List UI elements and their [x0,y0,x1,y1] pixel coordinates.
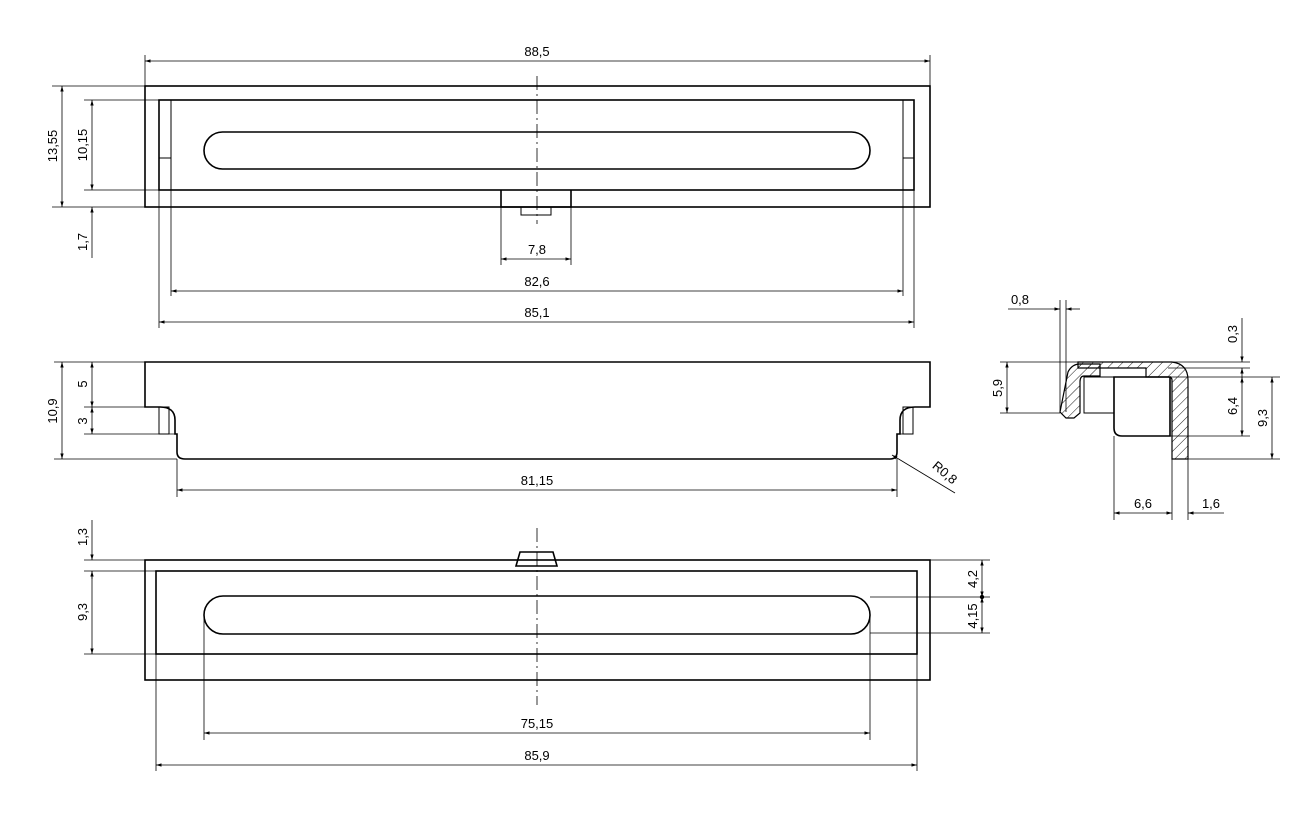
dim-9-3-bottom: 9,3 [75,603,90,621]
section-left-lip [1059,363,1101,419]
side-left-clip [158,406,170,435]
top-tab [500,190,572,208]
side-outline [144,361,931,460]
top-left-clip [158,99,172,159]
dim-13-55: 13,55 [45,130,60,163]
dim-9-3-section: 9,3 [1255,409,1270,427]
dim-10-15: 10,15 [75,129,90,162]
dim-6-6: 6,6 [1134,496,1152,511]
dim-4-2: 4,2 [965,570,980,588]
dim-6-4: 6,4 [1225,397,1240,415]
dim-88-5: 88,5 [524,44,549,59]
dim-75-15: 75,15 [521,716,554,731]
dim-0-8: 0,8 [1011,292,1029,307]
dim-85-9: 85,9 [524,748,549,763]
section-inner-block [1083,376,1115,414]
dim-10-9: 10,9 [45,398,60,423]
bottom-outer-frame [144,559,931,681]
bottom-view: 1,3 9,3 4,2 4,15 75,15 85,9 [75,520,990,771]
top-tab-latch [520,206,552,216]
top-outer-frame [144,85,931,208]
side-right-clip [902,406,914,435]
side-view: 10,9 5 3 81,15 R0,8 [45,361,961,497]
dim-1-3: 1,3 [75,528,90,546]
dim-7-8: 7,8 [528,242,546,257]
dim-1-7: 1,7 [75,233,90,251]
top-view: 88,5 7,8 82,6 85,1 13,55 10,15 1,7 [45,44,931,328]
section-view: 0,8 0,3 5,9 6,4 9,3 6,6 1,6 [990,292,1280,520]
dim-85-1: 85,1 [524,305,549,320]
dim-0-3: 0,3 [1225,325,1240,343]
top-right-clip [902,99,915,159]
top-inner-frame [158,99,915,191]
bottom-inner-frame [155,570,918,655]
dim-1-6: 1,6 [1202,496,1220,511]
dim-3: 3 [75,417,90,424]
section-channel [1113,376,1171,437]
dim-4-15: 4,15 [965,603,980,628]
dim-81-15: 81,15 [521,473,554,488]
dim-82-6: 82,6 [524,274,549,289]
dim-5-9: 5,9 [990,379,1005,397]
dim-5: 5 [75,380,90,387]
dim-radius: R0,8 [930,458,961,487]
bottom-tab [514,551,559,567]
